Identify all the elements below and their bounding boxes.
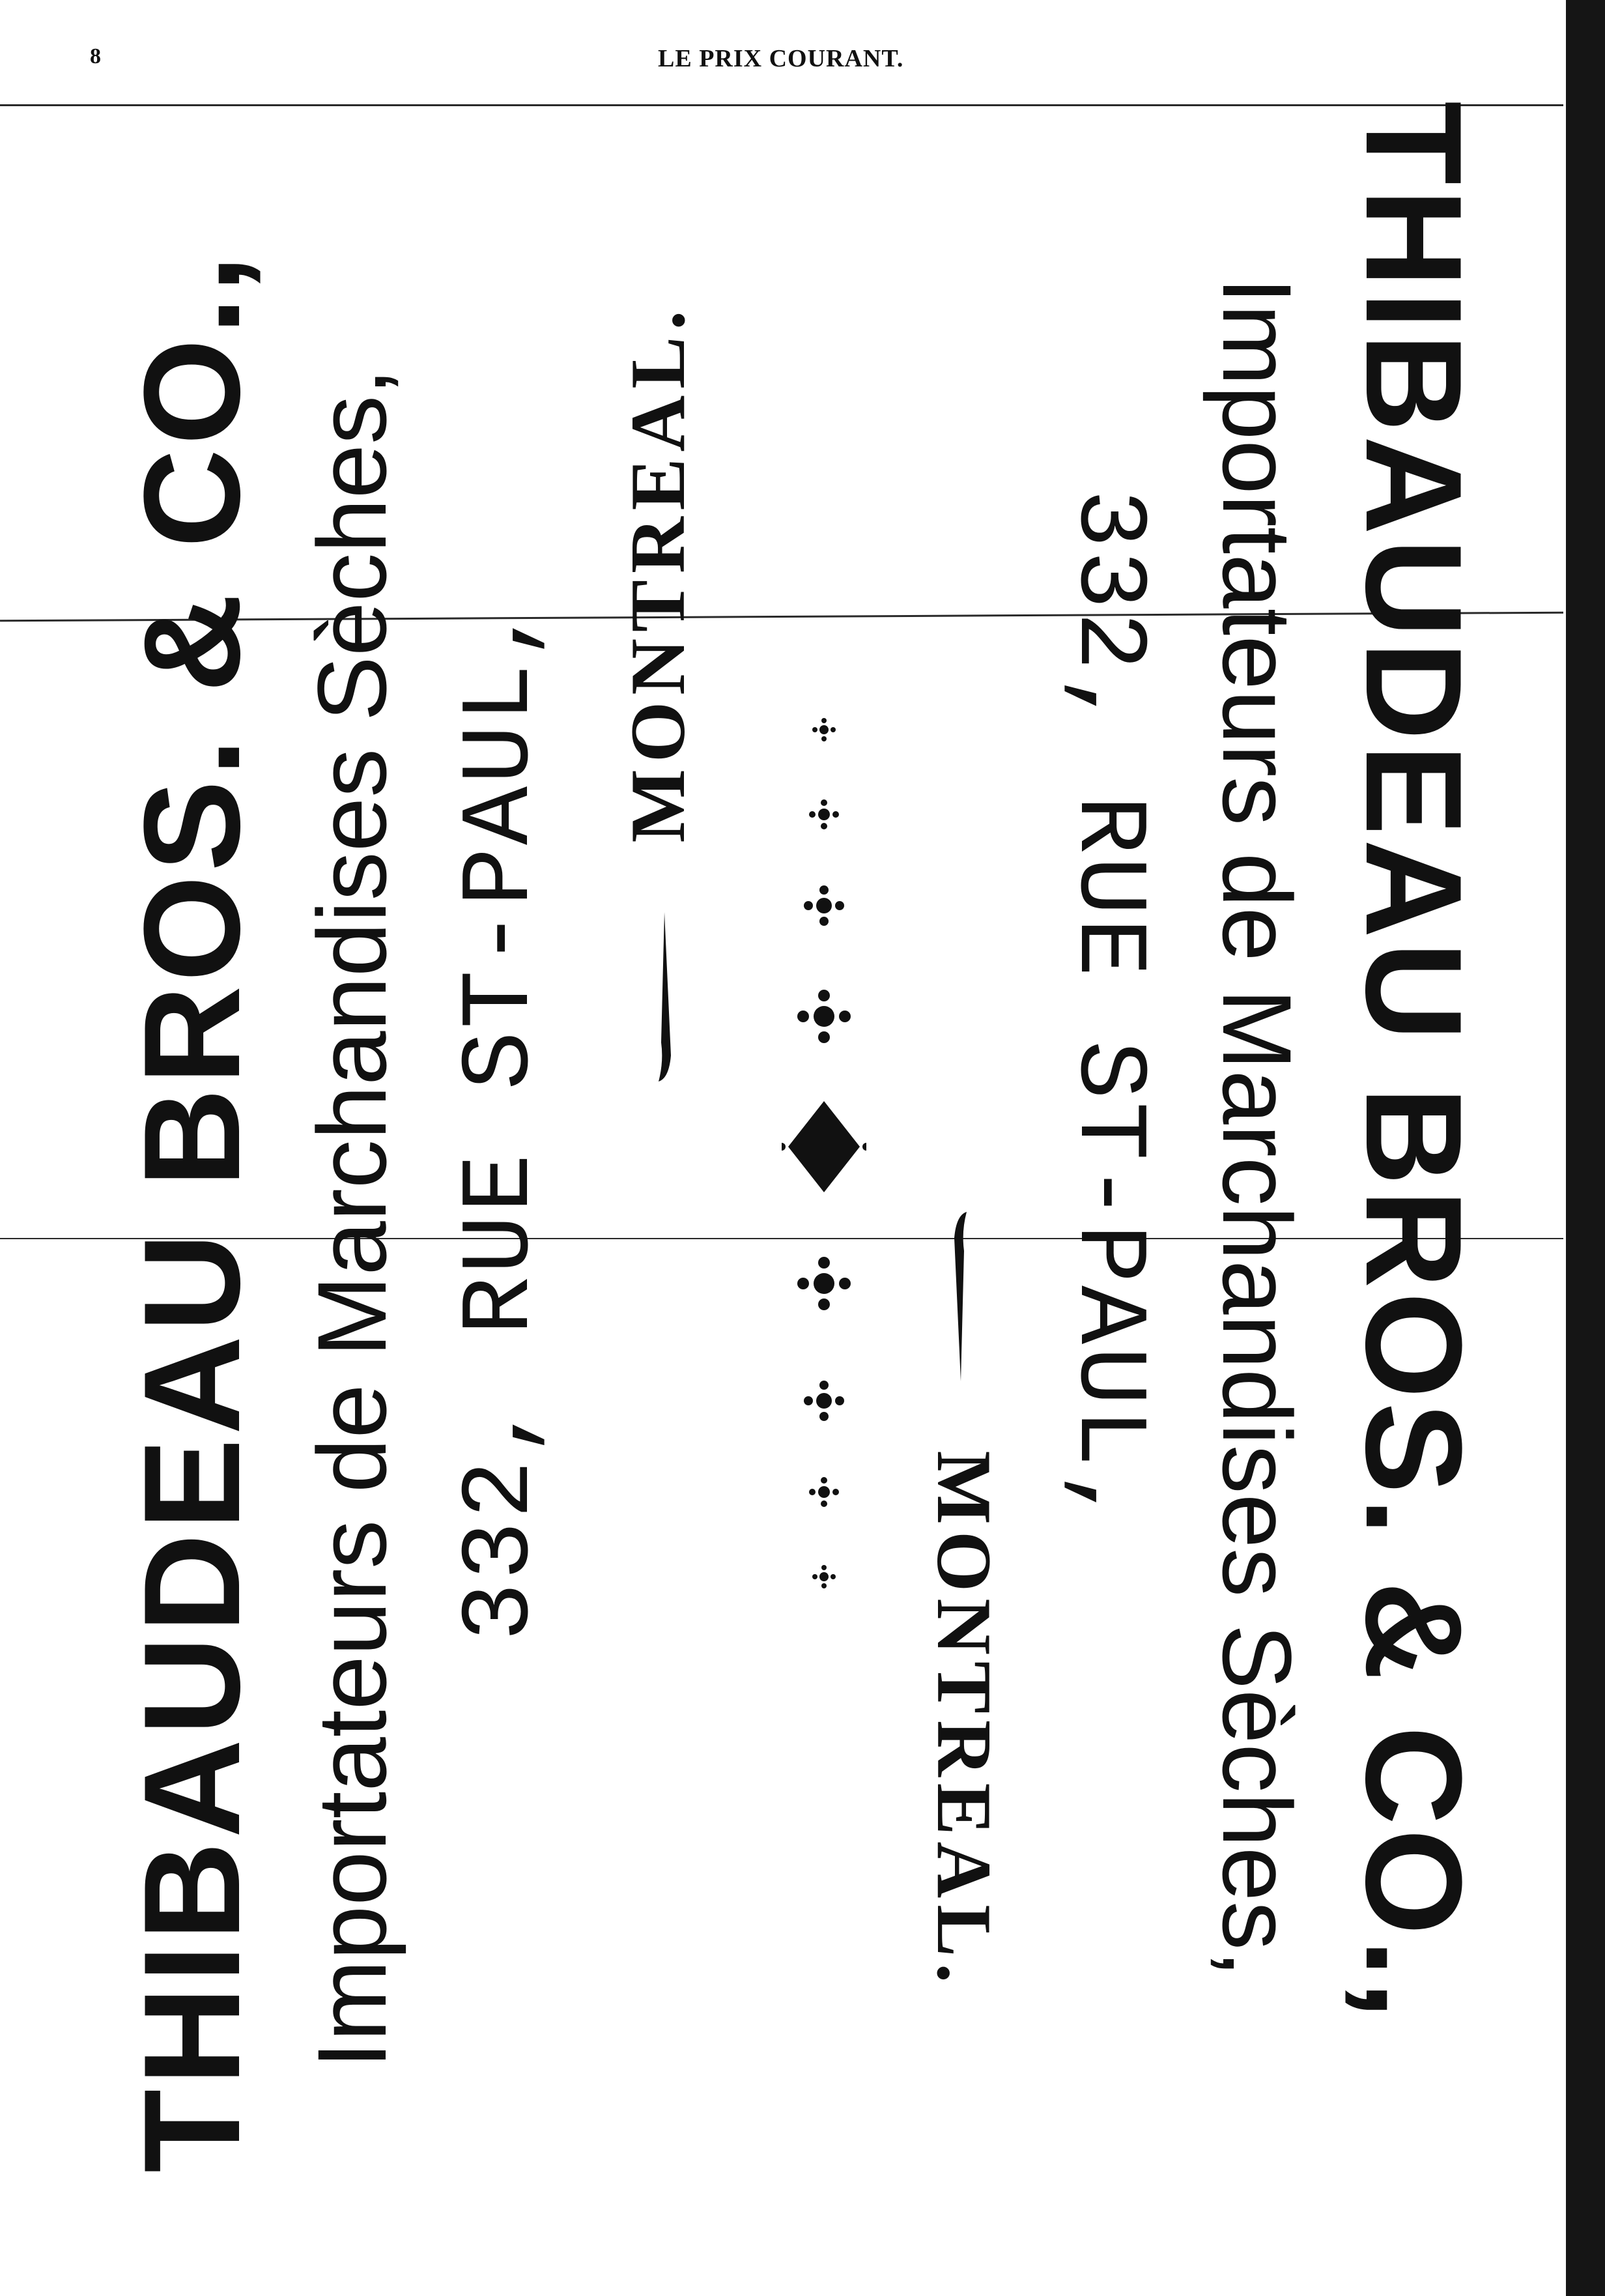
tagline: Importateurs de Marchandises Sèches,: [1202, 277, 1312, 1977]
header-rule: [0, 104, 1563, 106]
running-title: LE PRIX COURANT.: [658, 45, 904, 72]
scan-rule: [0, 1238, 1563, 1239]
flourish-icon: [659, 912, 671, 1082]
flourish-icon: [954, 1212, 967, 1381]
page-header: 8 LE PRIX COURANT.: [0, 44, 1563, 83]
diamond-and-dots-divider-icon: [782, 718, 866, 1588]
scan-edge: [1566, 0, 1605, 2296]
firm-name: THIBAUDEAU BROS. & CO.,: [1337, 101, 1490, 2023]
city: MONTREAL.: [921, 1450, 1008, 1990]
firm-name: THIBAUDEAU BROS. & CO.,: [115, 251, 268, 2173]
address: 332, RUE ST-PAUL,: [446, 599, 557, 1642]
city: MONTREAL.: [614, 304, 701, 843]
address: 332, RUE ST-PAUL,: [1052, 489, 1163, 1531]
tagline: Importateurs de Marchandises Sèches,: [297, 368, 406, 2069]
page-number: 8: [90, 44, 101, 68]
